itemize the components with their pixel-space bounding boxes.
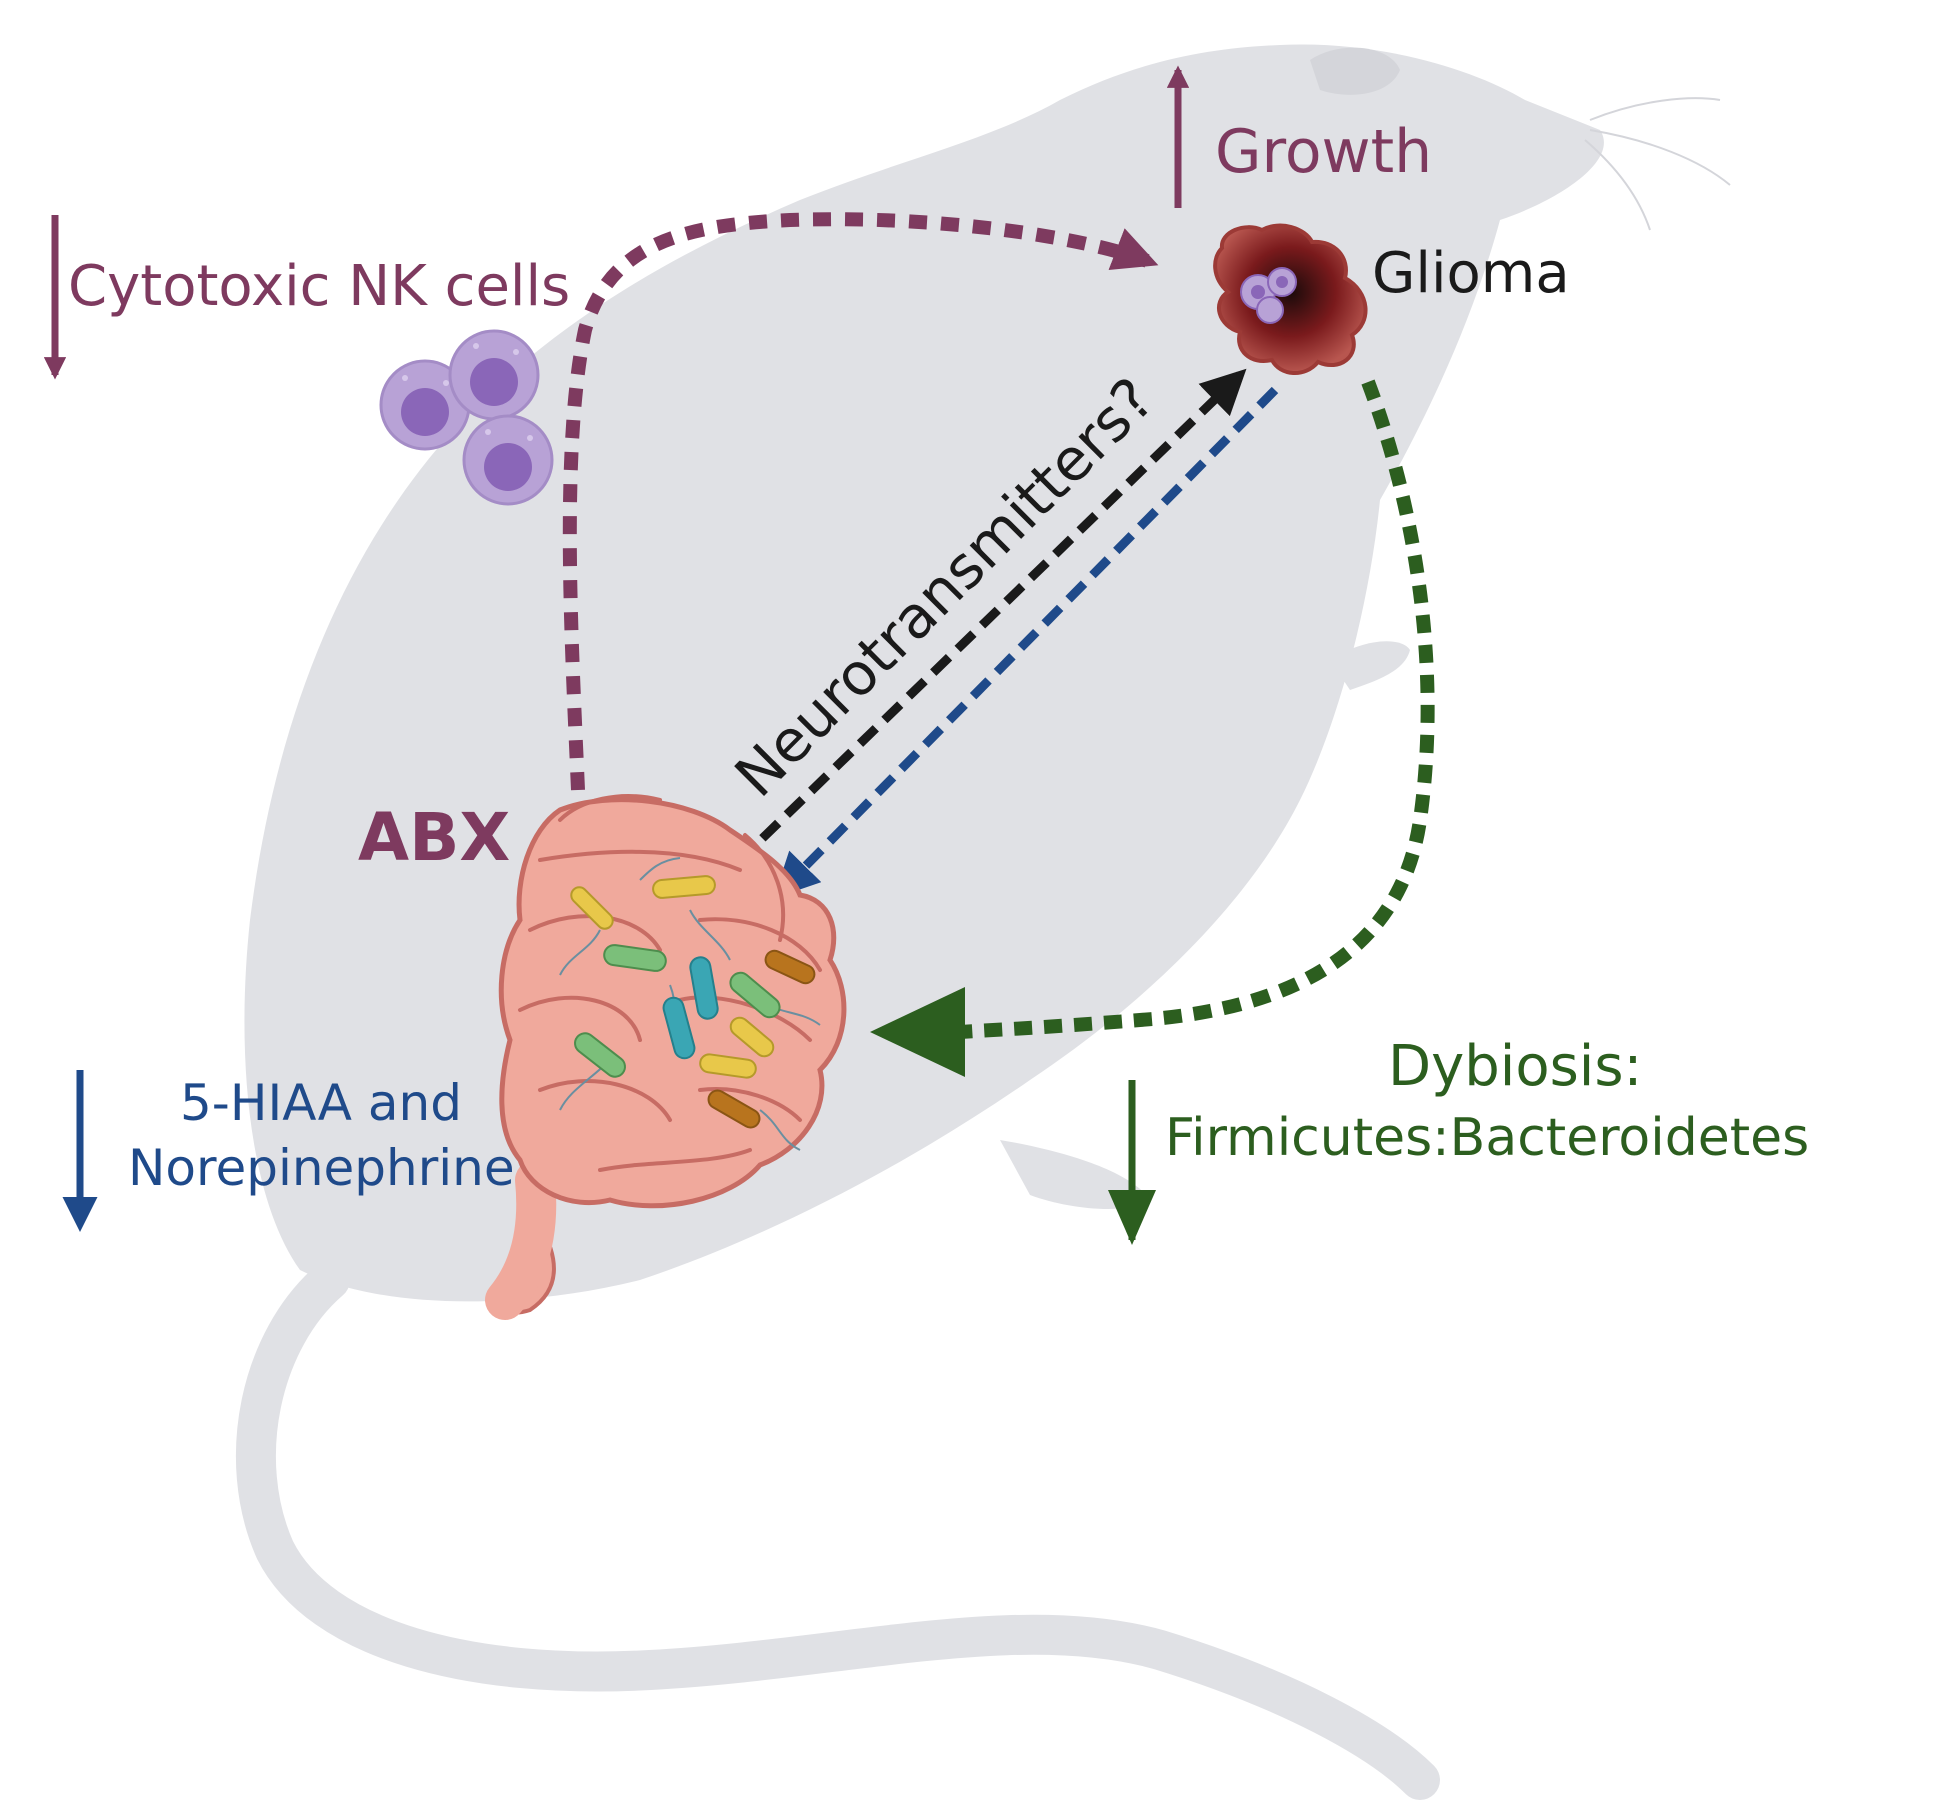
glioma-label: Glioma: [1372, 241, 1570, 306]
glioma-to-gut-arrowhead: [870, 987, 965, 1077]
growth-label: Growth: [1215, 117, 1432, 187]
dysbiosis-label-line1: Dybiosis:: [1388, 1034, 1642, 1099]
glioma-to-gut-neurotransmitter-arrow: [773, 386, 1279, 899]
nk-cells-label: Cytotoxic NK cells: [68, 254, 570, 319]
glioma-tumor-icon: [1213, 223, 1368, 375]
hiaa-label-line1: 5-HIAA and: [180, 1074, 462, 1132]
dysbiosis-label-line2: Firmicutes:Bacteroidetes: [1165, 1108, 1809, 1168]
nk-cell-icon: [379, 329, 554, 506]
intestine-icon: [485, 794, 847, 1320]
gut-to-glioma-neurotransmitter-arrow: [734, 368, 1247, 866]
glioma-to-gut-arrow: [959, 379, 1435, 1039]
hiaa-label-line2: Norepinephrine: [128, 1139, 515, 1197]
dysbiosis-down-arrowhead: [1108, 1190, 1156, 1245]
abx-label: ABX: [358, 799, 510, 876]
